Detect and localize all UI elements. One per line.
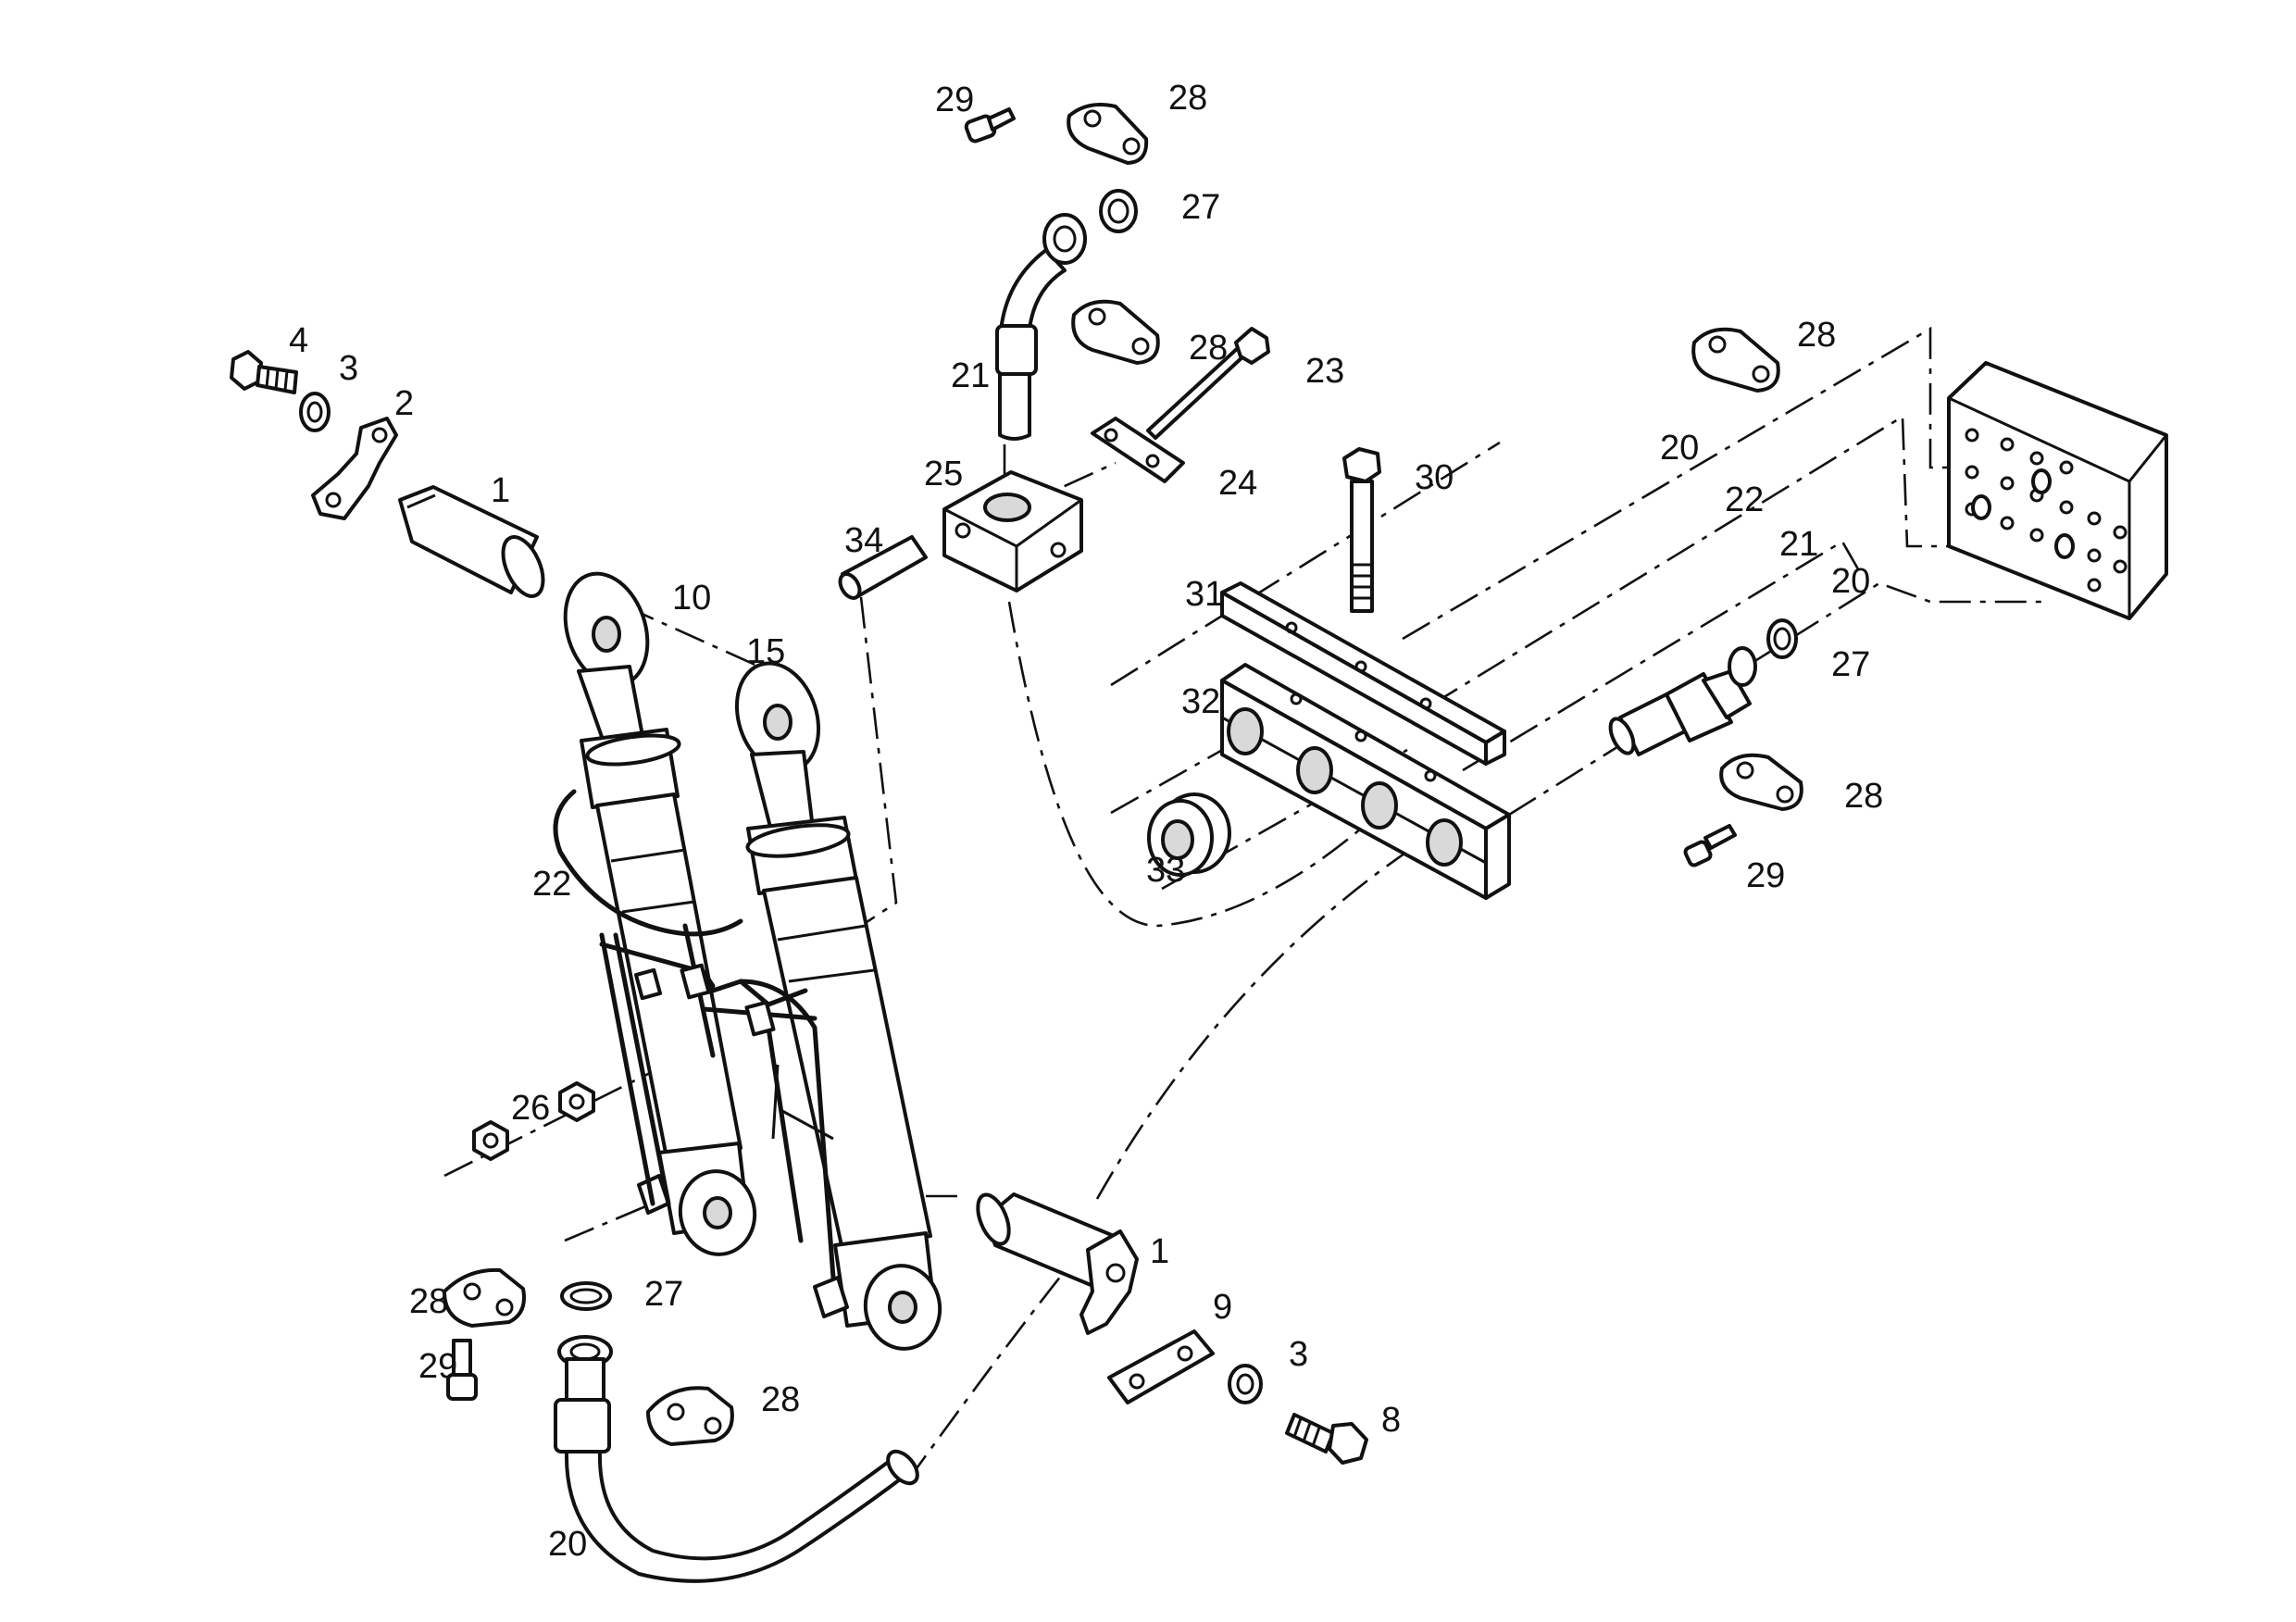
plate-24	[1091, 417, 1185, 483]
part-number-label: 2	[394, 384, 414, 423]
hydraulic-lines-22	[553, 789, 836, 1280]
centerline-hose-20-right	[1508, 581, 2046, 817]
part-number-label: 28	[1189, 329, 1228, 368]
flange-half-28-lower-left	[443, 1267, 526, 1328]
clamp-bar-31	[1220, 581, 1506, 766]
bolt-30	[1342, 447, 1381, 613]
part-number-label: 28	[409, 1282, 448, 1321]
o-ring-27-top	[1099, 189, 1138, 233]
part-number-label: 21	[951, 356, 990, 395]
part-number-label: 27	[1831, 645, 1870, 684]
flange-half-28-lower-mid	[646, 1386, 734, 1446]
screw-29-lower-left	[446, 1339, 478, 1401]
centerline-bar-31	[1110, 441, 1501, 687]
flange-half-28-right-bottom	[1719, 753, 1803, 811]
part-number-label: 29	[418, 1347, 457, 1386]
part-number-label: 3	[339, 349, 358, 388]
clamp-block-32	[1220, 663, 1511, 900]
plate-9	[1107, 1329, 1215, 1404]
flange-half-28-top	[1067, 103, 1149, 165]
part-number-label: 29	[1746, 856, 1785, 895]
part-number-label: 10	[672, 579, 711, 618]
part-number-label: 28	[1844, 777, 1883, 816]
part-number-label: 4	[289, 321, 308, 360]
part-number-label: 9	[1213, 1288, 1232, 1327]
part-number-label: 26	[511, 1089, 550, 1128]
part-number-label: 20	[1831, 562, 1870, 601]
hose-fitting-20-right	[1608, 646, 1757, 756]
bolt-23	[1146, 327, 1270, 440]
washer-3-top	[299, 392, 331, 432]
part-number-label: 34	[844, 521, 883, 560]
centerline-pin-1-top	[573, 581, 760, 668]
part-number-label: 32	[1181, 682, 1220, 721]
grommet-33	[1147, 792, 1231, 877]
centerline-hose-21	[1462, 540, 1863, 772]
flange-half-28-right-top	[1691, 327, 1780, 393]
flange-half-28-mid	[1071, 299, 1160, 365]
cylinder-15	[734, 661, 942, 1351]
part-number-label: 20	[548, 1525, 587, 1564]
part-number-label: 25	[924, 455, 963, 493]
part-number-label: 8	[1381, 1401, 1401, 1440]
pin-1-top	[398, 485, 545, 598]
manifold-block	[1947, 361, 2168, 620]
part-number-label: 28	[1797, 316, 1836, 355]
part-number-label: 3	[1289, 1335, 1308, 1374]
part-number-label: 27	[1181, 188, 1220, 227]
cylinder-10	[563, 571, 757, 1256]
part-number-label: 21	[1779, 525, 1818, 564]
pin-1-bottom	[976, 1192, 1139, 1335]
part-number-label: 1	[1150, 1232, 1169, 1271]
nut-26-rear	[558, 1081, 595, 1122]
part-number-label: 29	[935, 81, 974, 119]
clamp-block-25	[942, 470, 1083, 593]
washer-3-bottom	[1228, 1364, 1263, 1404]
part-number-label: 28	[1168, 79, 1207, 118]
part-number-label: 28	[761, 1380, 800, 1419]
o-ring-27-right	[1766, 618, 1798, 659]
screw-29-top	[964, 107, 1016, 143]
part-number-label: 30	[1415, 458, 1454, 497]
screw-29-right	[1683, 824, 1737, 867]
centerline-pin-34	[859, 596, 898, 928]
part-number-label: 22	[1725, 480, 1764, 519]
part-number-label: 23	[1305, 352, 1344, 391]
bolt-4	[230, 350, 298, 394]
part-number-label: 33	[1146, 851, 1185, 890]
nut-26-front	[472, 1120, 509, 1161]
o-ring-27-lower	[560, 1281, 612, 1311]
centerline-hose-21-loop	[1007, 601, 1417, 928]
bracket-2	[311, 417, 398, 520]
part-number-label: 20	[1660, 429, 1699, 468]
pin-34	[838, 535, 928, 600]
part-number-label: 24	[1218, 464, 1257, 503]
hose-20-lower	[554, 1335, 919, 1583]
bolt-8	[1285, 1413, 1368, 1465]
part-number-label: 22	[532, 865, 571, 904]
part-number-label: 15	[746, 632, 785, 671]
part-number-label: 31	[1185, 575, 1224, 614]
centerline-hose-22	[1429, 414, 1990, 707]
centerline-hose-20-loop	[1095, 831, 1436, 1200]
hose-21-top	[995, 213, 1087, 441]
centerline-nut-26	[443, 1063, 668, 1178]
part-number-label: 27	[644, 1275, 683, 1314]
part-number-label: 1	[491, 471, 510, 510]
